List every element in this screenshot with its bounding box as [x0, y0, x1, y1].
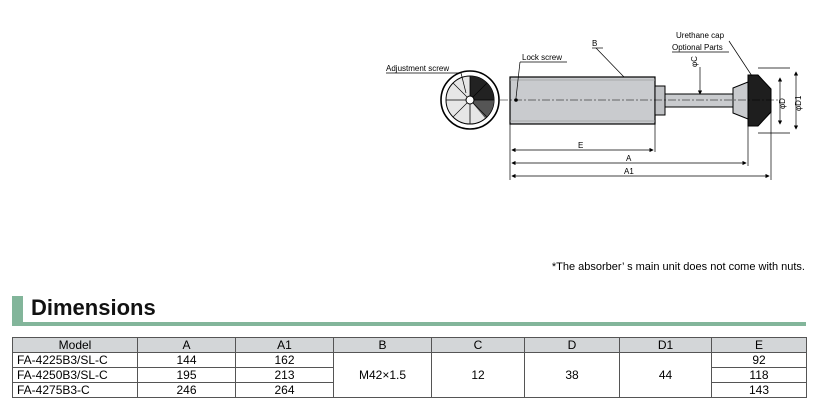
cell-model: FA-4250B3/SL-C [12, 367, 138, 383]
header-e: E [711, 337, 807, 353]
dimensions-heading: Dimensions [12, 292, 806, 326]
label-phi-c: φC [690, 56, 699, 67]
label-b: B [592, 39, 597, 48]
cell-a1: 162 [235, 352, 334, 368]
cell-a1: 264 [235, 382, 334, 398]
cell-a: 195 [137, 367, 236, 383]
cell-a1: 213 [235, 367, 334, 383]
header-model: Model [12, 337, 138, 353]
table-header-row: Model A A1 B C D D1 E [12, 337, 807, 353]
header-b: B [333, 337, 432, 353]
header-a1: A1 [235, 337, 334, 353]
header-d1: D1 [619, 337, 712, 353]
dimension-lines [386, 40, 799, 180]
absorber-drawing: Adjustment screw Lock screw B Urethane c… [386, 31, 803, 180]
nut-note: *The absorber’ s main unit does not come… [551, 261, 805, 273]
header-d: D [524, 337, 620, 353]
table-row: FA-4225B3/SL-C 144 162 M42×1.5 12 38 44 … [12, 352, 807, 398]
header-c: C [431, 337, 525, 353]
cell-d1-shared: 44 [619, 352, 712, 398]
cell-e: 143 [711, 382, 807, 398]
header-a: A [137, 337, 236, 353]
label-a: A [626, 154, 632, 163]
absorber-side-view [500, 74, 780, 127]
cell-a: 144 [137, 352, 236, 368]
adjustment-dial-end-view [440, 70, 500, 130]
label-phi-d: φD [778, 98, 787, 109]
label-a1: A1 [624, 167, 634, 176]
dimensions-table: Model A A1 B C D D1 E FA-4225B3/SL-C 144… [12, 337, 807, 398]
label-e: E [578, 141, 583, 150]
label-optional-parts: Optional Parts [672, 43, 723, 52]
cell-model: FA-4225B3/SL-C [12, 352, 138, 368]
cell-c-shared: 12 [431, 352, 525, 398]
heading-rule [12, 322, 806, 326]
cell-e: 92 [711, 352, 807, 368]
label-adjustment-screw: Adjustment screw [386, 64, 449, 73]
drawing-labels: Adjustment screw Lock screw B Urethane c… [386, 31, 803, 176]
cell-b-shared: M42×1.5 [333, 352, 432, 398]
table-row: FA-4275B3-C 246 264 143 [12, 382, 807, 398]
cell-model: FA-4275B3-C [12, 382, 138, 398]
cell-d-shared: 38 [524, 352, 620, 398]
cell-e: 118 [711, 367, 807, 383]
heading-accent-bar [12, 296, 23, 322]
label-urethane-cap: Urethane cap [676, 31, 725, 40]
label-lock-screw: Lock screw [522, 53, 562, 62]
section-title: Dimensions [31, 295, 156, 320]
label-phi-d1: φD1 [794, 95, 803, 111]
cell-a: 246 [137, 382, 236, 398]
